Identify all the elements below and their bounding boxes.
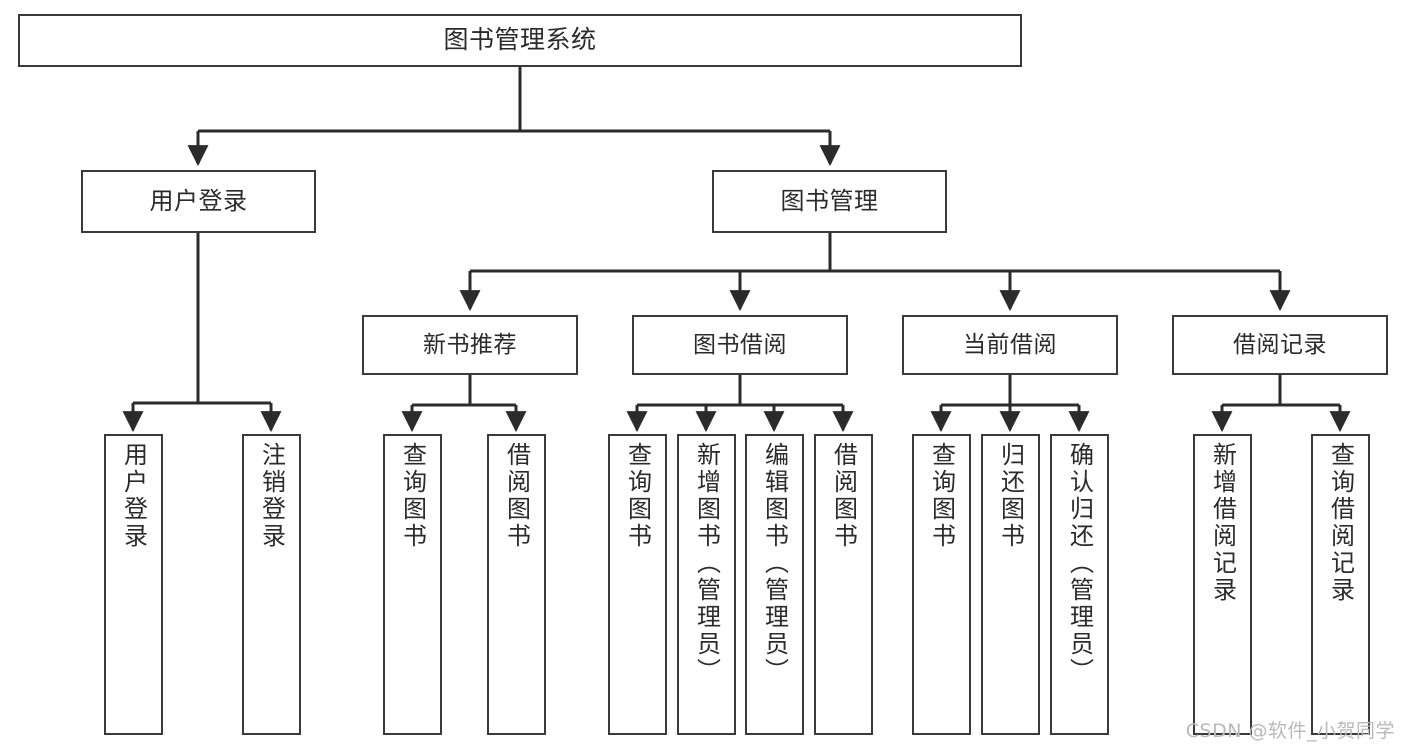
node-borrow-record-label: 借阅记录 [1233,331,1327,358]
node-new-book-recommendation-label: 新书推荐 [423,331,517,358]
node-leaf-label: 查询图书 [927,442,956,550]
node-root-label: 图书管理系统 [443,25,597,55]
node-book-borrow[interactable]: 图书借阅 [632,315,848,375]
node-leaf-new-book-borrow[interactable]: 借阅图书 [487,434,546,735]
node-leaf-current-borrow-query[interactable]: 查询图书 [912,434,971,735]
node-leaf-label: 查询图书 [398,442,427,550]
node-new-book-recommendation[interactable]: 新书推荐 [362,315,578,375]
node-leaf-book-borrow-borrow[interactable]: 借阅图书 [814,434,873,735]
node-book-management[interactable]: 图书管理 [712,170,947,233]
node-leaf-label: 确认归还（管理员） [1065,442,1094,685]
node-book-management-label: 图书管理 [780,186,879,215]
node-root-book-management-system[interactable]: 图书管理系统 [18,14,1022,67]
node-leaf-book-borrow-add[interactable]: 新增图书（管理员） [677,434,736,735]
node-leaf-user-login-logout[interactable]: 注销登录 [242,434,301,735]
node-leaf-label: 查询图书 [623,442,652,550]
node-leaf-label: 查询借阅记录 [1326,442,1355,604]
node-leaf-borrow-record-add[interactable]: 新增借阅记录 [1193,434,1252,735]
node-book-borrow-label: 图书借阅 [693,331,787,358]
csdn-watermark: CSDN @软件_小贺同学 [1185,720,1395,742]
node-current-borrow[interactable]: 当前借阅 [902,315,1118,375]
node-borrow-record[interactable]: 借阅记录 [1172,315,1388,375]
node-leaf-book-borrow-query[interactable]: 查询图书 [608,434,667,735]
node-leaf-label: 归还图书 [996,442,1025,550]
node-leaf-borrow-record-query[interactable]: 查询借阅记录 [1311,434,1370,735]
node-leaf-new-book-query[interactable]: 查询图书 [383,434,442,735]
node-leaf-label: 用户登录 [119,442,148,550]
node-leaf-label: 注销登录 [257,442,286,550]
node-leaf-label: 新增图书（管理员） [692,442,721,685]
node-leaf-user-login-login[interactable]: 用户登录 [104,434,163,735]
node-leaf-current-borrow-return[interactable]: 归还图书 [981,434,1040,735]
node-leaf-label: 新增借阅记录 [1208,442,1237,604]
node-current-borrow-label: 当前借阅 [963,331,1057,358]
node-user-login[interactable]: 用户登录 [81,170,316,233]
node-leaf-label: 借阅图书 [829,442,858,550]
node-leaf-label: 借阅图书 [502,442,531,550]
node-user-login-label: 用户登录 [149,186,248,215]
node-leaf-label: 编辑图书（管理员） [760,442,789,685]
node-leaf-book-borrow-edit[interactable]: 编辑图书（管理员） [745,434,804,735]
node-leaf-current-borrow-confirm-return[interactable]: 确认归还（管理员） [1050,434,1109,735]
